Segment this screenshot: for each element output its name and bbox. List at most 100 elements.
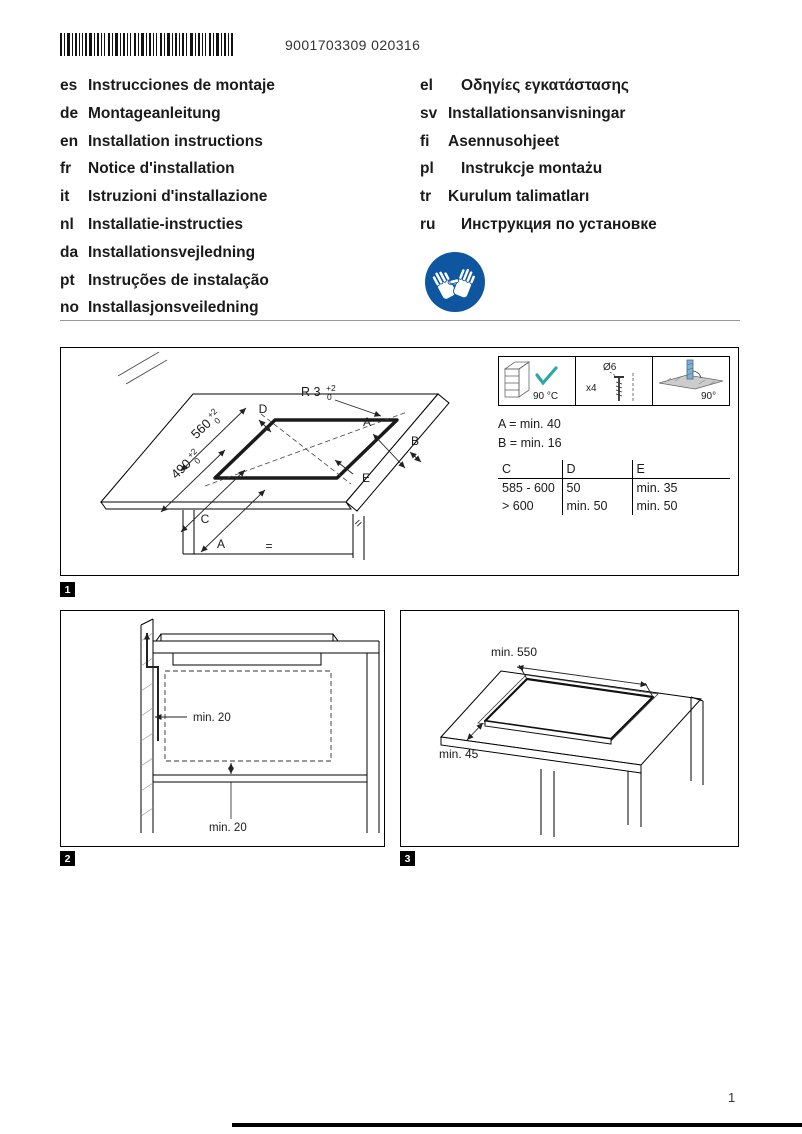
dim-radius-tol-dn: 0	[327, 392, 332, 402]
table-cell: min. 50	[631, 497, 730, 515]
language-label: Instrukcje montażu	[461, 160, 603, 178]
language-code: da	[60, 243, 79, 261]
min-clearance-b: B = min. 16	[498, 436, 562, 450]
language-code: ru	[420, 215, 436, 233]
language-code: es	[60, 77, 78, 94]
table-cell: min. 50	[561, 497, 632, 515]
language-item-pl: pl Instrukcje montażu	[420, 155, 657, 183]
language-code: tr	[420, 188, 432, 206]
min-550-label: min. 550	[491, 645, 537, 659]
table-header-c: C	[498, 460, 562, 479]
min-20-side-label: min. 20	[193, 712, 231, 724]
pin-icon	[686, 359, 694, 380]
install-condition-icons: 90 °C Ø6	[498, 356, 731, 406]
clearance-zone	[164, 670, 332, 762]
language-item-nl: nl Installatie-instructies	[60, 211, 275, 239]
heat-resistance-cell: 90 °C	[498, 356, 576, 406]
figure-2-drawing: min. 20 min. 20	[140, 618, 380, 834]
language-item-no: no Installasjonsveiledning	[60, 294, 275, 322]
figure-1: 560 +2 0 490 +2 0 R 3 +2 0 D A B E	[60, 347, 739, 576]
cabinet-section	[140, 618, 380, 833]
figure-1-number-badge: 1	[60, 582, 75, 597]
section-divider	[60, 320, 740, 321]
language-label: Instruções de instalação	[88, 271, 269, 289]
figure-3-drawing: min. 550 min. 45	[439, 645, 704, 837]
min-clearance-a: A = min. 40	[498, 417, 561, 431]
equals-bottom: =	[265, 539, 272, 553]
language-code: nl	[60, 215, 74, 233]
language-item-de: de Montageanleitung	[60, 100, 275, 128]
dimension-table: C D E 585 - 600 50 min. 35 > 600 min. 50…	[498, 460, 730, 515]
language-code: el	[420, 77, 433, 94]
safety-gloves-icon	[425, 252, 485, 312]
temp-label: 90 °C	[533, 391, 558, 402]
dim-radius: R 3 +2 0	[301, 383, 336, 402]
barcode	[60, 33, 233, 56]
glove-right-icon	[449, 268, 476, 299]
language-item-da: da Installationsvejledning	[60, 239, 275, 267]
screw-spec-icon: Ø6 x4	[586, 362, 634, 401]
language-code: en	[60, 132, 79, 150]
language-code: de	[60, 104, 79, 122]
language-item-it: it Istruzioni d'installazione	[60, 183, 275, 211]
table-row: > 600 min. 50 min. 50	[498, 497, 730, 515]
dimension-lines	[155, 714, 234, 819]
language-code: no	[60, 299, 79, 317]
figure-3-number-badge: 3	[400, 851, 415, 866]
language-code: pl	[420, 160, 434, 178]
language-label: Installatie-instructies	[88, 215, 244, 233]
airflow-arrows	[144, 633, 159, 741]
language-label: Installationsvejledning	[88, 243, 256, 261]
language-item-pt: pt Instruções de instalação	[60, 267, 275, 295]
language-label: Istruzioni d'installazione	[88, 188, 268, 206]
language-label: Montageanleitung	[88, 104, 221, 122]
table-header-e: E	[631, 460, 730, 479]
dimension-lines	[466, 664, 654, 741]
table-row: 585 - 600 50 min. 35	[498, 478, 730, 497]
angle-icon: 90°	[658, 359, 724, 402]
figure-2: min. 20 min. 20	[60, 610, 385, 847]
angle-label: 90°	[701, 391, 716, 402]
checkmark-icon	[535, 366, 558, 386]
figure-2-number-badge: 2	[60, 851, 75, 866]
min-45-label: min. 45	[439, 747, 479, 761]
language-label: Notice d'installation	[88, 160, 235, 178]
cabinet-heat-icon: 90 °C	[503, 361, 558, 402]
language-label: Installasjonsveiledning	[88, 299, 259, 317]
table-cell: 585 - 600	[502, 481, 555, 495]
table-header-d: D	[561, 460, 632, 479]
language-code: it	[60, 188, 70, 206]
language-label: Инструкция по установке	[461, 215, 657, 233]
table-cell: 50	[561, 478, 632, 497]
language-code: pt	[60, 271, 75, 289]
page-number: 1	[728, 1090, 736, 1105]
right-angle-cell: 90°	[652, 356, 730, 406]
language-label: Installationsanvisningar	[448, 104, 626, 122]
dimension-lines	[160, 399, 422, 553]
label-d: D	[259, 402, 268, 416]
label-c: C	[201, 512, 210, 526]
label-a-top: A	[363, 415, 371, 429]
footer-bar	[232, 1123, 802, 1127]
label-e: E	[362, 471, 370, 485]
language-label: Asennusohjeet	[448, 132, 560, 150]
figure-1-drawing: 560 +2 0 490 +2 0 R 3 +2 0 D A B E	[99, 351, 450, 560]
barcode-number: 9001703309 020316	[285, 37, 421, 53]
dim-560-tol-dn: 0	[212, 415, 223, 426]
drill-screw-cell: Ø6 x4	[575, 356, 653, 406]
label-a-bottom: A	[217, 537, 225, 551]
screw-icon	[614, 376, 624, 401]
language-code: fr	[60, 160, 72, 178]
figure-1-info: 90 °C Ø6	[498, 356, 731, 515]
screw-count-label: x4	[586, 383, 597, 394]
language-item-fr: fr Notice d'installation	[60, 155, 275, 183]
dim-490-tol-dn: 0	[192, 455, 203, 466]
